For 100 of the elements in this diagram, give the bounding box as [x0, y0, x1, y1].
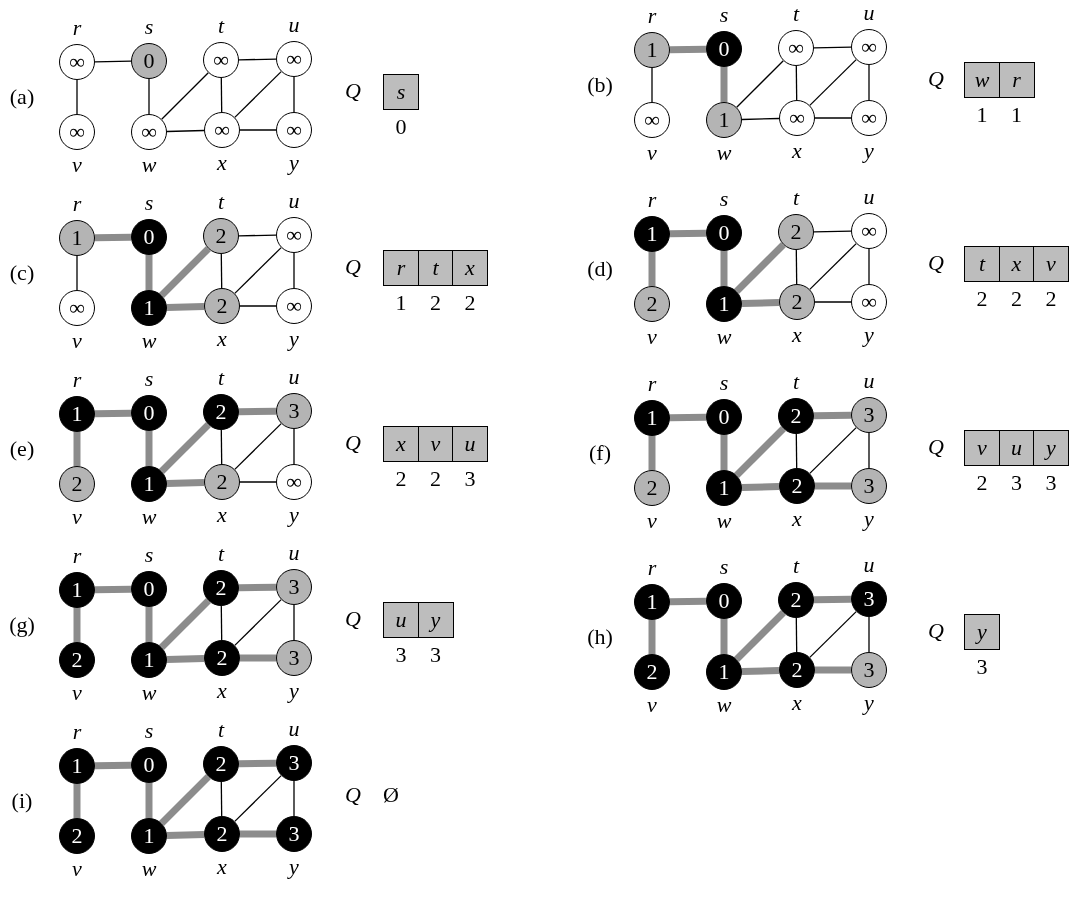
graph-edge	[809, 610, 857, 659]
tree-edge	[166, 303, 205, 311]
vertex-name: r	[647, 557, 657, 579]
vertex-circle: 2	[59, 466, 95, 502]
graph-edge	[220, 605, 223, 641]
vertex-name: y	[289, 504, 299, 526]
vertex-circle: 2	[779, 284, 815, 320]
graph-edge	[293, 780, 295, 817]
vertex-name: v	[647, 142, 657, 164]
vertex-name: u	[288, 366, 300, 388]
tree-edge	[813, 595, 852, 604]
vertex-circle: 0	[706, 399, 742, 435]
tree-edge	[94, 761, 132, 770]
vertex-circle: 2	[634, 286, 670, 322]
distance-label: 2	[1045, 288, 1057, 310]
distance-label: 3	[1045, 472, 1057, 494]
vertex-circle: 1	[706, 470, 742, 506]
graph-edge	[293, 76, 295, 113]
queue-label: Q	[928, 68, 944, 90]
panel-label: (h)	[587, 626, 613, 648]
vertex-name: x	[792, 692, 802, 714]
graph-edge	[238, 234, 277, 237]
vertex-name: w	[716, 694, 732, 716]
queue-cell: s	[383, 74, 419, 110]
vertex-circle: ∞	[851, 100, 887, 136]
vertex-circle: ∞	[59, 114, 95, 150]
queue-cell: t	[964, 246, 1000, 282]
vertex-circle: 0	[706, 31, 742, 67]
queue-cell: v	[417, 426, 454, 462]
vertex-circle: 2	[203, 394, 239, 430]
vertex-circle: ∞	[778, 30, 814, 66]
vertex-circle: ∞	[779, 100, 815, 136]
vertex-circle: ∞	[851, 284, 887, 320]
tree-edge	[238, 407, 277, 416]
vertex-name: w	[141, 330, 157, 352]
graph-edge	[809, 242, 857, 291]
distance-label: 3	[464, 468, 476, 490]
vertex-name: x	[792, 140, 802, 162]
vertex-name: w	[716, 142, 732, 164]
vertex-name: u	[288, 542, 300, 564]
vertex-name: s	[719, 556, 729, 578]
tree-edge	[166, 831, 205, 839]
vertex-circle: ∞	[276, 112, 312, 148]
vertex-circle: 3	[851, 468, 887, 504]
graph-edge	[239, 481, 277, 483]
distance-label: 3	[430, 644, 441, 666]
panel-label: (i)	[11, 790, 33, 812]
queue-cell: r	[998, 62, 1035, 98]
graph-edge	[220, 429, 223, 465]
queue-cell: y	[1033, 430, 1069, 466]
graph-edge	[868, 432, 870, 469]
vertex-circle: 3	[276, 393, 312, 429]
tree-edge	[166, 479, 205, 487]
graph-edge	[239, 305, 277, 307]
graph-edge	[795, 617, 798, 653]
graph-edge	[148, 78, 150, 115]
queue-cell: r	[383, 250, 419, 286]
vertex-name: t	[792, 187, 800, 209]
distance-label: 3	[395, 644, 407, 666]
graph-edge	[736, 60, 784, 108]
tree-edge	[238, 759, 277, 768]
tree-edge	[145, 783, 153, 818]
graph-edge	[239, 129, 277, 131]
tree-edge	[669, 45, 707, 54]
vertex-circle: 1	[634, 216, 670, 252]
vertex-circle: 0	[131, 571, 167, 607]
vertex-circle: ∞	[276, 217, 312, 253]
graph-edge	[795, 433, 798, 469]
vertex-circle: 2	[204, 640, 240, 676]
distance-label: 3	[1011, 472, 1022, 494]
tree-edge	[669, 597, 707, 606]
vertex-circle: 2	[203, 570, 239, 606]
vertex-name: x	[217, 680, 227, 702]
vertex-name: y	[864, 508, 874, 530]
queue-label: Q	[928, 252, 944, 274]
vertex-name: w	[141, 858, 157, 880]
vertex-name: u	[863, 2, 875, 24]
tree-edge	[720, 67, 728, 102]
vertex-circle: ∞	[276, 41, 312, 77]
vertex-name: x	[217, 856, 227, 878]
vertex-name: t	[217, 719, 225, 741]
vertex-circle: 2	[204, 816, 240, 852]
graph-edge	[809, 58, 857, 107]
vertex-circle: 2	[778, 214, 814, 250]
vertex-circle: 3	[851, 581, 887, 617]
graph-edge	[814, 117, 852, 119]
tree-edge	[238, 583, 277, 592]
queue-cell: w	[964, 62, 1000, 98]
queue-cell: u	[452, 426, 488, 462]
tree-edge	[734, 426, 786, 478]
vertex-circle: 2	[59, 818, 95, 854]
graph-edge	[795, 65, 798, 101]
distance-label: 2	[976, 288, 988, 310]
vertex-circle: 1	[706, 654, 742, 690]
vertex-circle: 1	[59, 220, 95, 256]
tree-edge	[720, 435, 728, 470]
graph-edge	[813, 230, 852, 233]
vertex-name: t	[217, 191, 225, 213]
tree-edge	[166, 655, 205, 663]
tree-edge	[240, 654, 276, 662]
